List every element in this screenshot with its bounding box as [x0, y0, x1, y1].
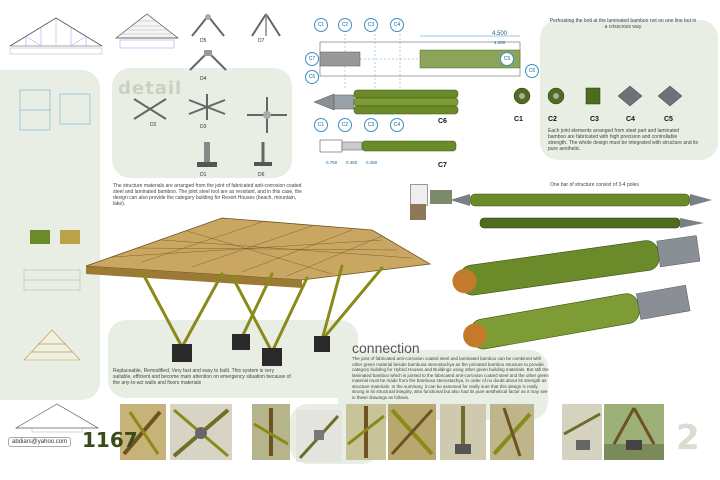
small-bamboo-photo	[410, 204, 426, 220]
connector-label-c3: C3	[590, 116, 599, 123]
small-document-image	[410, 184, 428, 206]
photo-joint-3	[252, 404, 290, 460]
joint-detail-d2	[133, 98, 167, 120]
photo-joint-9	[562, 404, 602, 460]
photo-joint-5	[346, 404, 386, 460]
tag-c1: C1	[314, 18, 328, 32]
connector-label-c2: C2	[548, 116, 557, 123]
tag-c6-right: C6	[525, 64, 539, 78]
photo-joint-8	[490, 404, 534, 460]
email-label: abdiars@yahoo.com	[8, 437, 72, 447]
label-d1: D1	[200, 172, 207, 178]
perforation-note: Perforating the bolt at the laminated ba…	[549, 18, 697, 30]
tag-c1-row2: C1	[314, 118, 328, 132]
replaceable-note: Replaceable, Remodified, Very fast and e…	[113, 368, 291, 386]
connector-pieces	[513, 85, 683, 107]
dimension-top-sub: 4.200	[494, 40, 506, 45]
tag-c2-row2: C2	[338, 118, 352, 132]
tag-c3-row2: C3	[364, 118, 378, 132]
photo-joint-10	[604, 404, 664, 460]
left-strip-drawings	[19, 89, 91, 361]
photo-joint-4	[296, 410, 342, 462]
joint-detail-center	[247, 97, 287, 133]
tag-c6-left: C6	[305, 70, 319, 84]
connector-label-c4: C4	[626, 116, 635, 123]
tag-c4-row2: C4	[390, 118, 404, 132]
joint-detail-d3	[188, 94, 226, 120]
photo-joint-7	[440, 404, 486, 460]
connector-label-c1: C1	[514, 116, 523, 123]
label-d5: D5	[200, 38, 207, 44]
bar-structure-note: One bar of structure consist of 3-4 pole…	[550, 182, 639, 188]
c7-pole-view	[319, 139, 457, 153]
tag-c4: C4	[390, 18, 404, 32]
tag-c2: C2	[338, 18, 352, 32]
dimension-top-span: 4.500	[492, 31, 508, 37]
c6-pole-view	[313, 89, 459, 115]
tag-c5: C5	[500, 52, 514, 66]
photo-joint-2	[170, 404, 232, 460]
roof-perspective-drawing	[14, 403, 100, 433]
label-c6: C6	[438, 118, 447, 125]
small-joint-photo	[430, 190, 452, 204]
materials-note: The structure materials are arranged fro…	[113, 183, 302, 207]
tag-c3: C3	[364, 18, 378, 32]
joint-detail-d7	[251, 13, 281, 37]
main-structure-render	[85, 217, 432, 366]
label-c7: C7	[438, 162, 447, 169]
connection-body: The joint of fabricated anti-corrosion c…	[352, 356, 549, 400]
connection-title: connection	[352, 340, 420, 356]
joint-detail-d1	[197, 142, 217, 167]
label-d7: D7	[258, 38, 265, 44]
joint-elements-note: Each joint elements arranged from steel …	[548, 128, 698, 152]
joint-detail-d5	[191, 14, 225, 37]
bamboo-poles-render	[450, 193, 712, 350]
label-d4: D4	[200, 76, 207, 82]
label-d2: D2	[150, 122, 157, 128]
detail-title: detail	[118, 78, 183, 99]
joint-detail-d4	[189, 50, 227, 71]
page-number: 2	[676, 418, 700, 458]
photo-joint-1	[120, 404, 166, 460]
tag-c7-left: C7	[305, 52, 319, 66]
photo-joint-6	[388, 404, 436, 460]
label-d3: D3	[200, 124, 207, 130]
bottom-center-panel-bg	[108, 320, 358, 398]
dimension-c7-c: 0.450	[366, 160, 378, 165]
truss-elevation-drawing	[9, 17, 103, 55]
top-plan-drawing	[319, 30, 521, 90]
connector-label-c5: C5	[664, 116, 673, 123]
dimension-c7-a: 0.750	[326, 160, 338, 165]
joint-detail-d6	[254, 142, 272, 166]
dimension-c7-b: 0.450	[346, 160, 358, 165]
roof-section-drawing	[114, 13, 180, 49]
label-d6: D6	[258, 172, 265, 178]
sheet-number: 1167	[82, 428, 138, 452]
